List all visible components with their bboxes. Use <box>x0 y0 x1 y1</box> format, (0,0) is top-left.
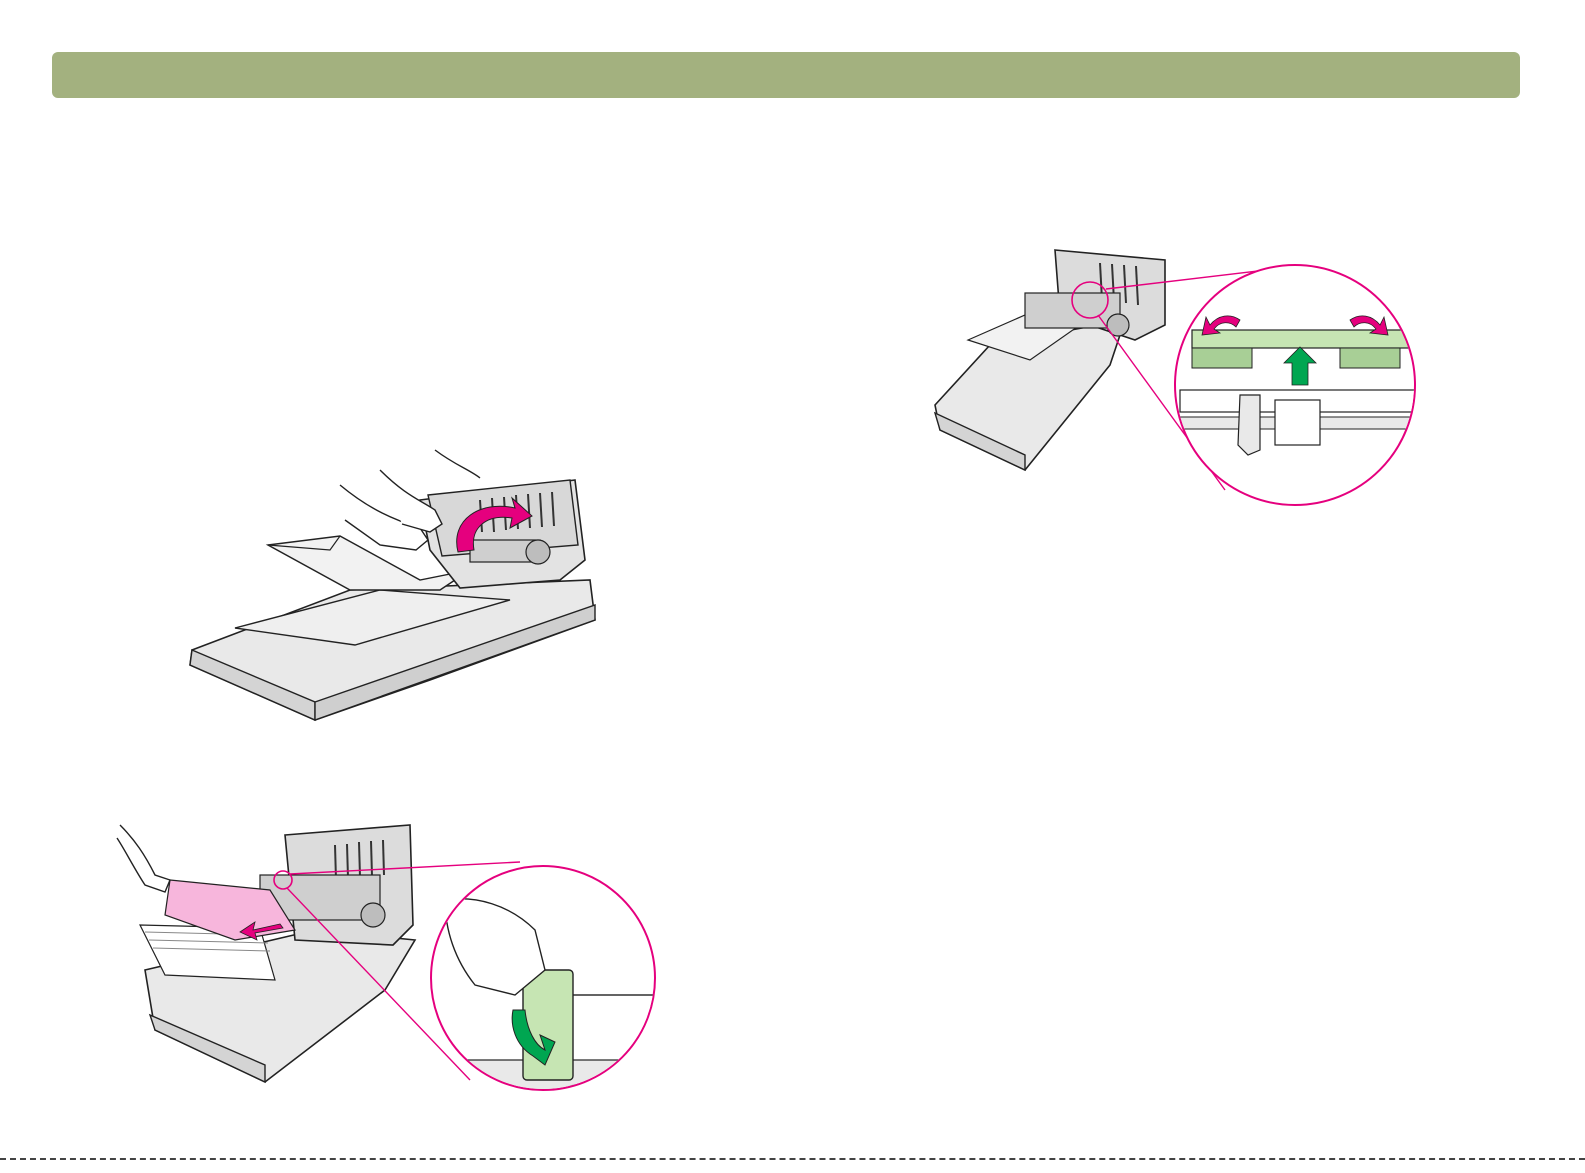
figure-release-roller-assembly <box>930 245 1420 510</box>
magnifier-callout-icon <box>1175 265 1420 505</box>
magnifier-callout-icon <box>431 866 660 1090</box>
scanner-illustration <box>180 440 605 730</box>
scanner-roller-illustration <box>930 245 1420 510</box>
figure-open-adf-cover <box>180 440 605 730</box>
figure-remove-paper-jam <box>115 820 660 1095</box>
header-bar <box>52 52 1520 98</box>
lever-icon <box>523 970 573 1080</box>
scanner-jam-illustration <box>115 820 660 1095</box>
bottom-rule <box>0 1158 1585 1160</box>
hand-icon <box>117 825 170 892</box>
